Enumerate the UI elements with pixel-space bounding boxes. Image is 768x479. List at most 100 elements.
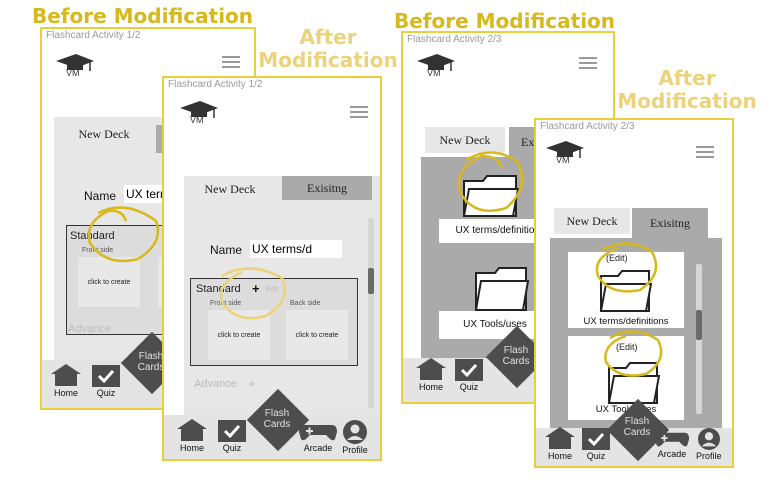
back-card[interactable]: click to create — [286, 310, 348, 360]
nav-quiz-label: Quiz — [459, 382, 479, 392]
after-label-line1: After — [658, 66, 716, 90]
screen-title: Flashcard Activity 1/2 — [46, 30, 141, 41]
after-label-line1: After — [299, 25, 357, 49]
vm-logo: VM — [415, 53, 457, 83]
screen-title: Flashcard Activity 1/2 — [168, 79, 263, 90]
nav-profile-label: Profile — [696, 451, 722, 461]
tab-existing[interactable]: Exisitng — [282, 176, 372, 200]
scrollbar-thumb[interactable] — [368, 268, 374, 294]
screen-after-existing: Flashcard Activity 2/3 VM New Deck Exisi… — [534, 118, 734, 468]
add-standard-button[interactable]: + — [252, 281, 260, 296]
home-icon — [177, 419, 207, 441]
nav-home[interactable]: Home — [415, 357, 447, 392]
advance-label[interactable]: Advance — [68, 323, 111, 335]
advance-label[interactable]: Advance — [194, 378, 237, 390]
nav-quiz-label: Quiz — [222, 443, 242, 453]
nav-flash-cards-label: Flash Cards — [623, 416, 651, 438]
nav-home-label: Home — [547, 451, 572, 461]
phone-screen: Flashcard Activity 2/3 VM New Deck Exisi… — [536, 120, 732, 466]
after-label-line2: Modification — [617, 89, 757, 113]
hamburger-menu-icon[interactable] — [350, 106, 368, 120]
nav-home[interactable]: Home — [544, 426, 576, 461]
screen-title: Flashcard Activity 2/3 — [540, 121, 635, 132]
graduation-cap-icon — [56, 54, 94, 71]
graduation-cap-icon — [546, 141, 584, 158]
edit-deck-2-link[interactable]: (Edit) — [616, 342, 638, 352]
graduation-cap-icon — [417, 54, 455, 71]
checkmark-icon — [455, 359, 483, 381]
tab-new-deck[interactable]: New Deck — [54, 119, 154, 149]
logo-text: VM — [66, 68, 80, 78]
nav-home-label: Home — [179, 443, 204, 453]
standard-label: Standard — [70, 230, 115, 242]
nav-quiz[interactable]: Quiz — [92, 365, 120, 398]
nav-arcade[interactable]: Arcade — [654, 430, 690, 459]
folder-1-caption: UX terms/definitio — [455, 225, 535, 236]
hamburger-menu-icon[interactable] — [222, 56, 240, 70]
scrollbar-thumb[interactable] — [696, 310, 702, 340]
name-input[interactable]: UX terms/d — [250, 240, 342, 258]
vm-logo: VM — [178, 100, 220, 130]
nav-flash-cards-label: Flash Cards — [137, 351, 165, 373]
front-side-label: Front side — [82, 247, 114, 254]
add-advance-button[interactable]: + — [248, 376, 256, 391]
folder-1-caption: UX terms/definitions — [583, 316, 669, 327]
edit-deck-1-link[interactable]: (Edit) — [606, 253, 628, 263]
nav-flash-cards-label: Flash Cards — [263, 408, 291, 430]
nav-home-label: Home — [53, 388, 78, 398]
checkmark-icon — [218, 420, 246, 442]
nav-quiz[interactable]: Quiz — [218, 420, 246, 453]
front-card[interactable]: click to create — [78, 257, 140, 307]
logo-text: VM — [556, 155, 570, 165]
after-modification-label-2: After Modification — [612, 67, 762, 113]
front-card[interactable]: click to create — [208, 310, 270, 360]
vm-logo: VM — [544, 140, 586, 170]
nav-profile[interactable]: Profile — [696, 428, 722, 461]
home-icon — [545, 427, 575, 449]
tab-new-deck[interactable]: New Deck — [425, 127, 505, 153]
edit-hint: Edit — [266, 286, 279, 293]
home-icon — [416, 358, 446, 380]
nav-arcade[interactable]: Arcade — [298, 422, 338, 453]
game-controller-icon — [299, 425, 337, 441]
checkmark-icon — [582, 428, 610, 450]
screen-after-new-deck: Flashcard Activity 1/2 VM New Deck Exisi… — [162, 76, 382, 461]
graduation-cap-icon — [180, 101, 218, 118]
nav-quiz-label: Quiz — [96, 388, 116, 398]
nav-quiz[interactable]: Quiz — [455, 359, 483, 392]
nav-flash-cards-label: Flash Cards — [502, 345, 530, 367]
nav-quiz-label: Quiz — [586, 451, 606, 461]
tab-new-deck[interactable]: New Deck — [554, 208, 630, 234]
folder-2-caption: UX Tools/uses — [463, 319, 527, 330]
nav-quiz[interactable]: Quiz — [582, 428, 610, 461]
hamburger-menu-icon[interactable] — [579, 57, 597, 71]
after-modification-label-1: After Modification — [258, 26, 398, 72]
nav-home[interactable]: Home — [50, 363, 82, 398]
after-label-line2: Modification — [258, 48, 398, 72]
name-label: Name — [84, 189, 117, 203]
nav-profile-label: Profile — [342, 445, 368, 455]
logo-text: VM — [427, 68, 441, 78]
nav-arcade-label: Arcade — [657, 449, 687, 459]
deck-folder-1[interactable] — [439, 219, 549, 243]
scrollbar-track[interactable] — [368, 218, 374, 408]
nav-arcade-label: Arcade — [303, 443, 333, 453]
before-modification-label-2: Before Modification — [394, 9, 616, 33]
hamburger-menu-icon[interactable] — [696, 146, 714, 160]
tab-new-deck[interactable]: New Deck — [186, 176, 274, 202]
nav-profile[interactable]: Profile — [342, 420, 368, 455]
vm-logo: VM — [54, 53, 96, 83]
home-icon — [51, 364, 81, 386]
phone-screen: Flashcard Activity 1/2 VM New Deck Exisi… — [164, 78, 380, 459]
front-side-label: Front side — [210, 300, 242, 307]
profile-avatar-icon — [343, 420, 367, 444]
back-side-label: Back side — [290, 300, 321, 307]
tab-existing[interactable]: Exisitng — [632, 208, 708, 238]
name-label: Name — [210, 243, 243, 257]
logo-text: VM — [190, 115, 204, 125]
screen-title: Flashcard Activity 2/3 — [407, 34, 502, 45]
before-modification-label-1: Before Modification — [32, 4, 254, 28]
game-controller-icon — [654, 432, 690, 447]
nav-home[interactable]: Home — [176, 418, 208, 453]
deck-folder-2[interactable] — [439, 311, 549, 339]
